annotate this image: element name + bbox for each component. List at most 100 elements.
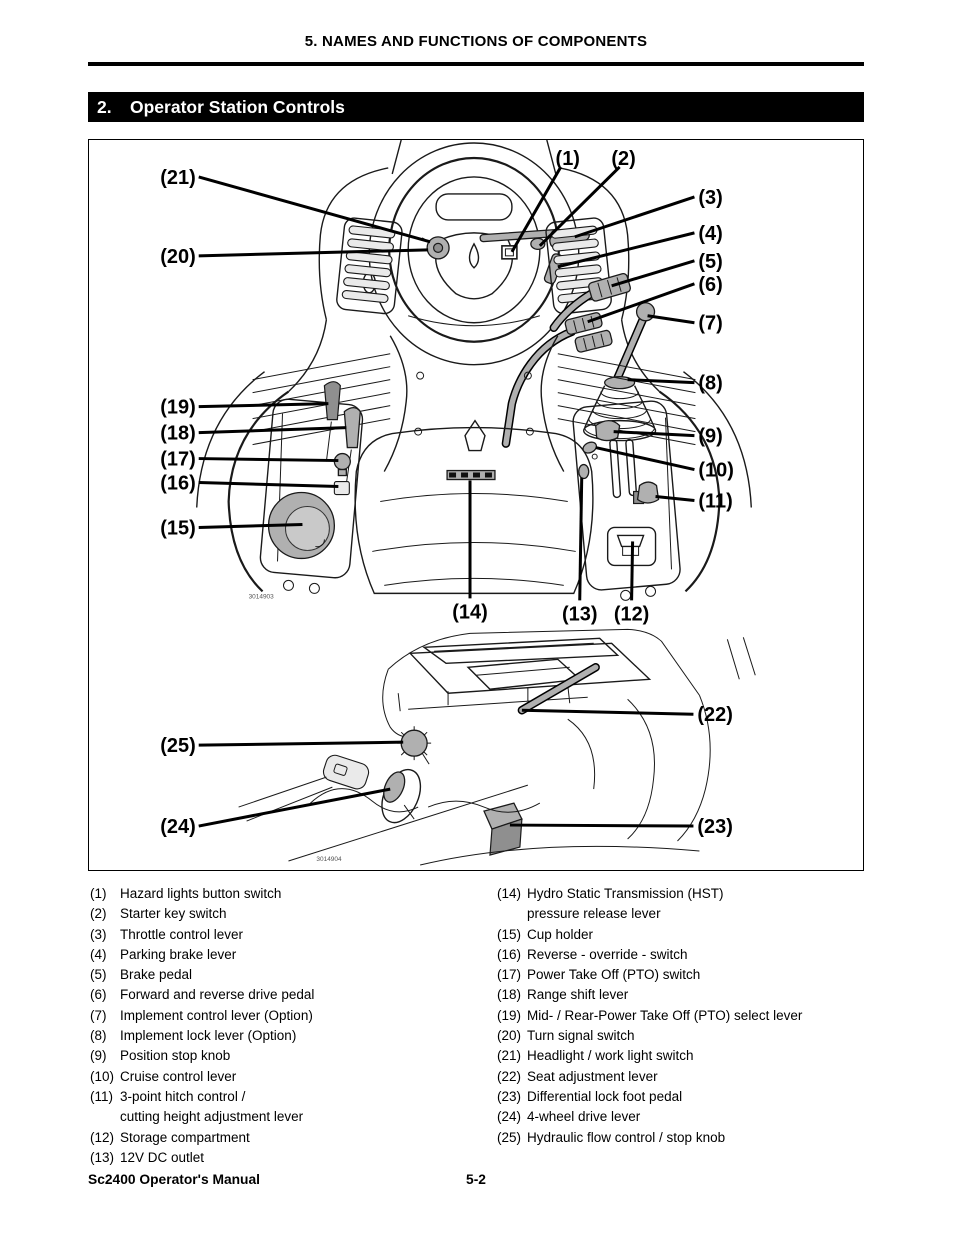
callout-label-24: (24) — [160, 816, 195, 838]
legend-number: (3) — [90, 926, 107, 942]
diagram-box: 3014903 — [88, 139, 864, 871]
leader-lines — [198, 165, 695, 828]
legend-text: Seat adjustment lever — [527, 1068, 658, 1084]
legend-item-3: (3) Throttle control lever — [90, 925, 497, 945]
callout-label-11: (11) — [698, 490, 732, 512]
callout-label-15: (15) — [160, 517, 195, 539]
legend-item-20: (20) Turn signal switch — [497, 1026, 862, 1046]
range-shift-lever — [343, 406, 361, 449]
legend-number: (23) — [497, 1088, 522, 1104]
legend-item-2: (2) Starter key switch — [90, 904, 497, 924]
legend-number: (1) — [90, 886, 107, 901]
callout-label-17: (17) — [160, 449, 195, 471]
cruise-control-lever — [582, 441, 598, 454]
legend-text: Range shift lever — [527, 987, 629, 1003]
legend-item-23: (23) Differential lock foot pedal — [497, 1087, 862, 1107]
legend-text: Hydro Static Transmission (HST) — [527, 886, 724, 901]
legend-number-spacer — [497, 904, 527, 924]
legend-text: Throttle control lever — [120, 926, 244, 942]
callout-label-4: (4) — [698, 223, 722, 245]
legend-item-13: (13) 12V DC outlet — [90, 1148, 497, 1168]
implement-lever — [613, 302, 656, 382]
legend-number: (15) — [497, 926, 522, 942]
pto-select-lever — [323, 381, 341, 421]
legend-number: (17) — [497, 967, 522, 983]
legend-item-12: (12)Storage compartment — [90, 1128, 497, 1148]
legend-text: pressure release lever — [527, 906, 661, 922]
left-wheel-arch — [227, 390, 290, 593]
legend-text: Reverse - override - switch — [527, 946, 688, 962]
lever-boot — [583, 376, 657, 442]
legend-item-1: (1) Hazard lights button switch — [90, 884, 497, 904]
callout-label-12: (12) — [614, 603, 649, 625]
callout-label-8: (8) — [698, 373, 722, 395]
legend-item-7: (7) Implement control lever (Option) — [90, 1006, 497, 1026]
callout-label-7: (7) — [698, 313, 722, 335]
legend-number: (4) — [90, 946, 107, 962]
callout-label-6: (6) — [698, 274, 722, 296]
legend-number: (2) — [90, 906, 107, 922]
legend-text: Differential lock foot pedal — [527, 1088, 683, 1104]
seat-base-figure: 3014904 — [238, 628, 756, 866]
legend-number: (19) — [497, 1007, 522, 1023]
legend-number: (21) — [497, 1048, 522, 1064]
callout-label-25: (25) — [160, 735, 195, 757]
legend-text: Turn signal switch — [527, 1028, 635, 1044]
legend-item-14: (14)Hydro Static Transmission (HST) — [497, 884, 862, 904]
callout-label-19: (19) — [160, 397, 195, 419]
seatbelt-buckle — [238, 754, 370, 822]
legend-item-9: (9)Position stop knob — [90, 1046, 497, 1066]
legend-item-11: (11) 3-point hitch control / — [90, 1087, 497, 1107]
hydraulic-flow-knob — [397, 726, 432, 765]
hst-release-marker — [446, 469, 496, 481]
legend-text: Implement control lever (Option) — [120, 1007, 313, 1023]
legend-text: Mid- / Rear-Power Take Off (PTO) select … — [527, 1007, 803, 1023]
callout-label-9: (9) — [698, 426, 722, 448]
legend-item-8: (8)Implement lock lever (Option) — [90, 1026, 497, 1046]
legend-number-spacer — [90, 1107, 120, 1127]
callout-labels: (1) (2) (3) (4) (5) (6) (7) (8) (9) (10)… — [160, 148, 734, 838]
legend-text: Hazard lights button switch — [120, 886, 282, 901]
legend-item-19: (19) Mid- / Rear-Power Take Off (PTO) sel… — [497, 1006, 862, 1026]
callout-label-21: (21) — [160, 167, 195, 189]
hitch-control-lever — [632, 481, 660, 505]
dc-outlet — [578, 463, 590, 480]
seat-rails — [397, 637, 756, 712]
right-wheel-arch — [658, 390, 721, 593]
legend-text: cutting height adjustment lever — [120, 1109, 304, 1125]
legend-text: 12V DC outlet — [120, 1149, 205, 1165]
right-vent-grille — [545, 217, 612, 315]
footer-manual-title: Sc2400 Operator's Manual — [88, 1172, 260, 1187]
legend-number: (9) — [90, 1048, 107, 1064]
callout-label-18: (18) — [160, 423, 195, 445]
legend-item-18: (18) Range shift lever — [497, 985, 862, 1005]
legend-text: Hydraulic flow control / stop knob — [527, 1129, 726, 1145]
legend-number: (18) — [497, 987, 522, 1003]
legend-item-14-cont: pressure release lever — [497, 904, 862, 924]
chapter-header: 5. NAMES AND FUNCTIONS OF COMPONENTS — [304, 33, 648, 50]
legend-number: (10) — [90, 1068, 115, 1084]
legend-text: Cruise control lever — [120, 1068, 237, 1084]
callout-label-3: (3) — [698, 187, 722, 209]
callout-label-13: (13) — [562, 603, 597, 625]
legend-number: (11) — [90, 1088, 114, 1104]
legend-item-21: (21)Headlight / work light switch — [497, 1046, 862, 1066]
legend-number: (20) — [497, 1028, 522, 1044]
legend-number: (13) — [90, 1149, 115, 1165]
position-stop-knob — [595, 419, 621, 442]
legend-text: 3-point hitch control / — [120, 1088, 246, 1104]
callout-label-1: (1) — [556, 148, 580, 170]
callout-label-22: (22) — [697, 704, 732, 726]
legend-text: Starter key switch — [120, 906, 227, 922]
callout-label-5: (5) — [698, 251, 722, 273]
legend-number: (7) — [90, 1007, 107, 1023]
callout-label-2: (2) — [611, 148, 635, 170]
legend-item-11-cont: cutting height adjustment lever — [90, 1107, 497, 1127]
legend-text: Implement lock lever (Option) — [120, 1028, 297, 1044]
diff-lock-pedal — [483, 802, 523, 856]
legend: (1) Hazard lights button switch (2) Starte… — [90, 884, 862, 1168]
legend-text: Parking brake lever — [120, 946, 237, 962]
legend-number: (24) — [497, 1109, 522, 1125]
legend-item-24: (24)4-wheel drive lever — [497, 1107, 862, 1127]
